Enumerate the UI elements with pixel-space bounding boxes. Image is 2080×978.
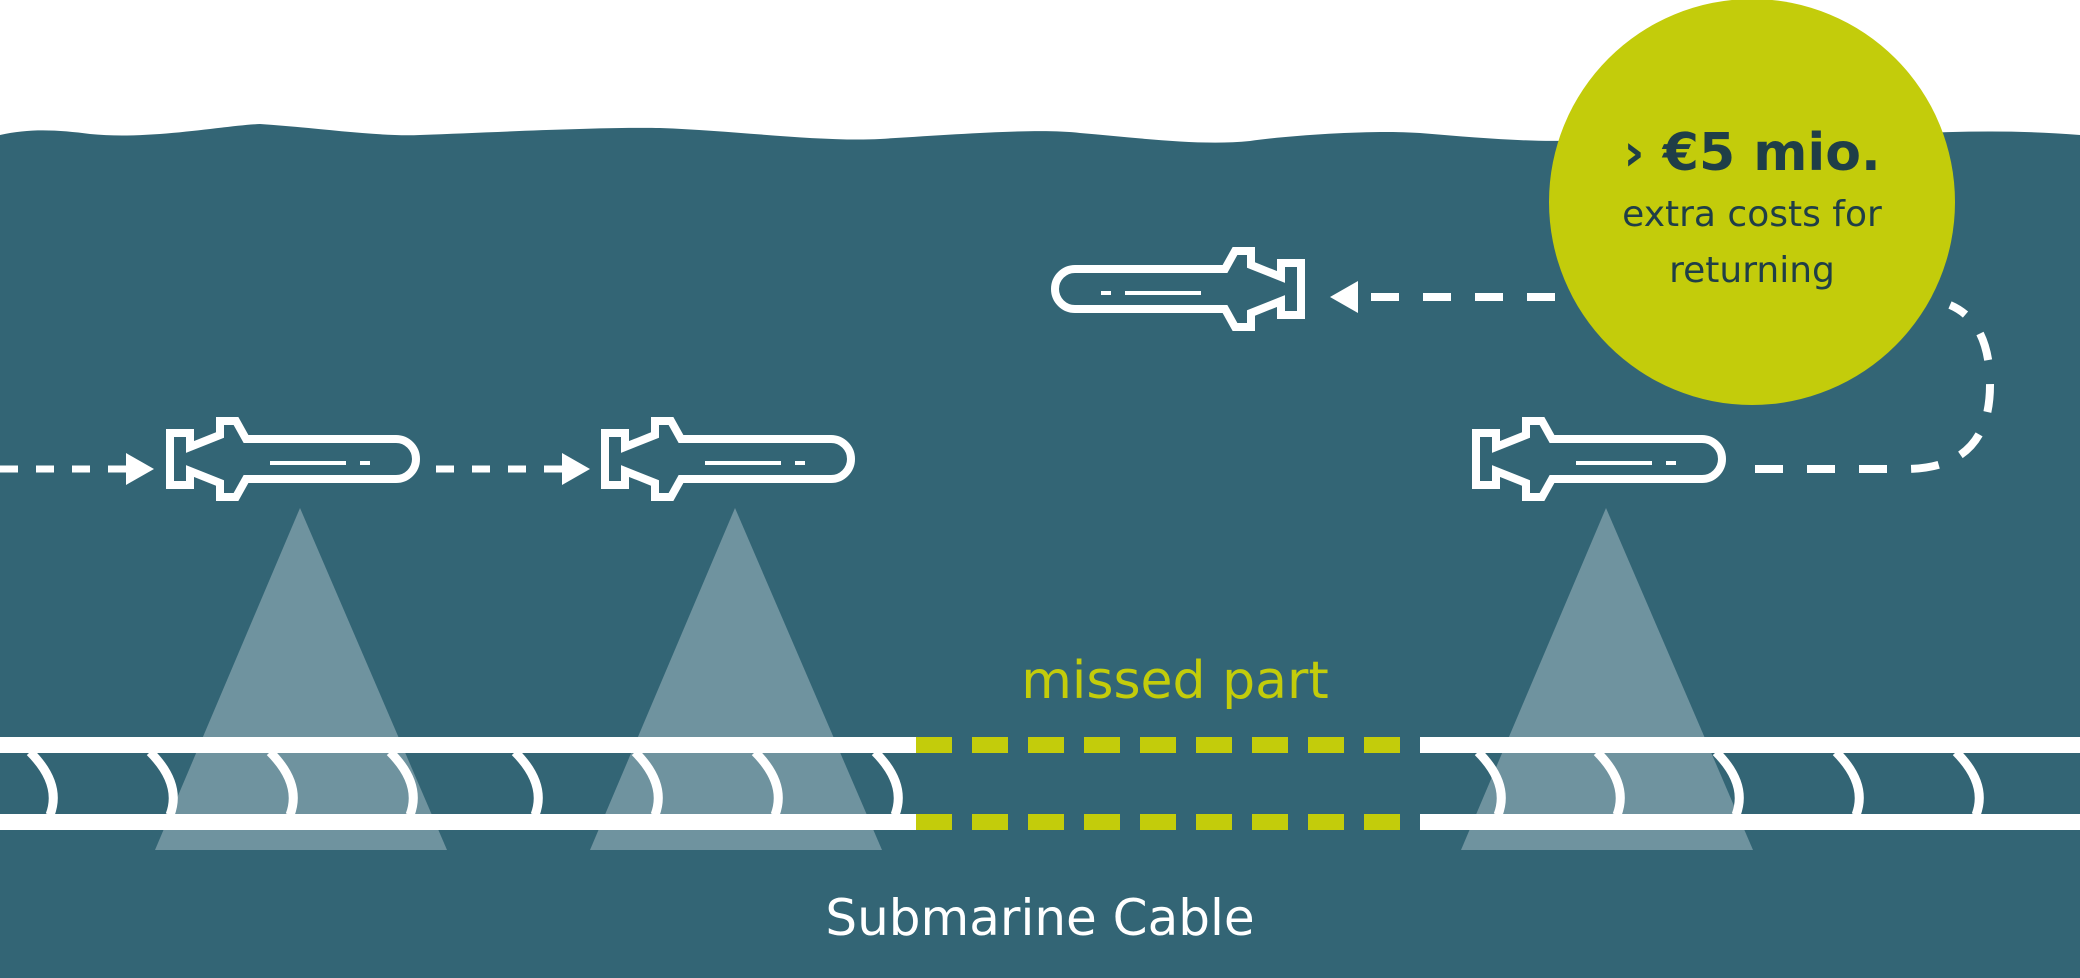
missed-part-label: missed part (1021, 651, 1328, 711)
cost-amount: › €5 mio. (1623, 123, 1881, 183)
return-path-dashed (1350, 293, 1995, 473)
cable-segment (1420, 737, 2080, 830)
auv-icon (1472, 417, 1726, 501)
dashed-path-arrow (0, 453, 154, 485)
scan-beam (155, 508, 447, 850)
dashed-path-arrow (436, 453, 590, 485)
missed-cable-part (916, 737, 1420, 830)
auv-icon (1051, 247, 1305, 331)
auv-icon (166, 417, 420, 501)
cable-label: Submarine Cable (825, 889, 1254, 947)
cable-segment (0, 737, 916, 830)
cost-line-1: extra costs for (1622, 194, 1882, 235)
auv-icon (601, 417, 855, 501)
scan-beam (1461, 508, 1753, 850)
arrow-head (1330, 281, 1358, 313)
cost-line-2: returning (1669, 250, 1835, 291)
cost-badge: › €5 mio. extra costs for returning (1549, 0, 1955, 405)
scan-beam (590, 508, 882, 850)
